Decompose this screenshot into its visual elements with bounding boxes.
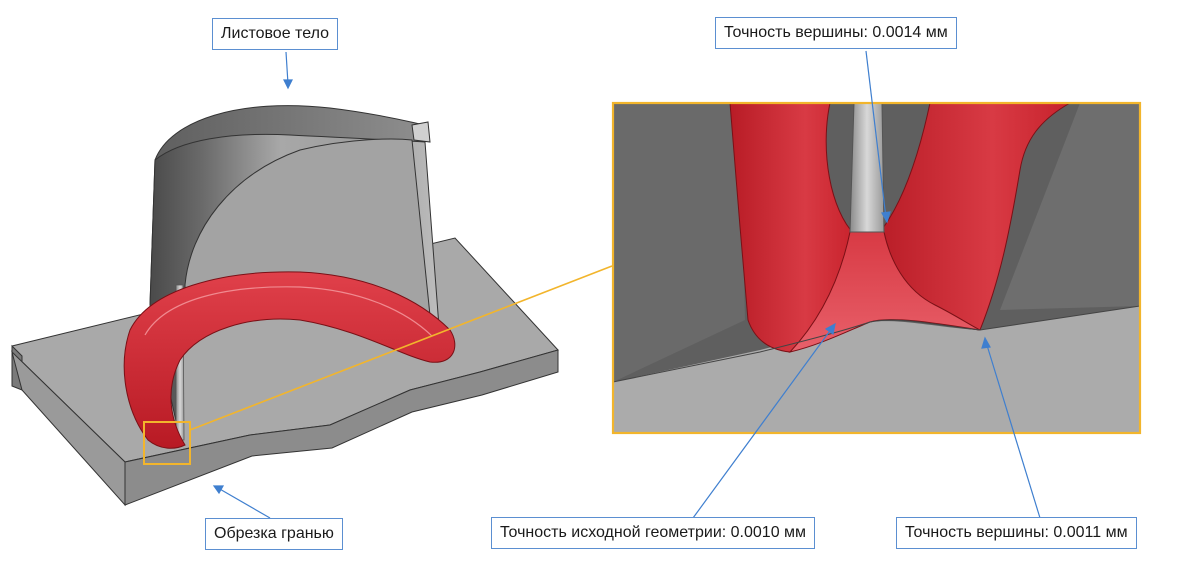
leader-vertex-top <box>865 50 887 219</box>
arrowhead-face-trim <box>212 485 225 495</box>
callout-sheet-body: Листовое тело <box>212 18 338 50</box>
leader-source-geometry <box>692 327 833 519</box>
zoom-frame <box>611 101 1142 435</box>
arrowhead-vertex-top <box>881 211 891 224</box>
model-3d <box>11 105 559 507</box>
base-plate-front-edge <box>124 349 559 506</box>
callout-source-geometry-tolerance: Точность исходной геометрии: 0.0010 мм <box>491 517 816 549</box>
zoom-locator-box <box>143 421 191 465</box>
fillet-loop <box>123 271 456 449</box>
zoom-floor-edge <box>612 305 1141 383</box>
zoom-rod <box>849 102 885 233</box>
arrowhead-vertex-bottom <box>981 336 991 349</box>
zoom-back-wall <box>613 103 745 382</box>
arrowhead-source-geometry <box>824 322 836 336</box>
leader-face-trim <box>217 487 271 519</box>
sheet-top-lip <box>411 121 431 143</box>
base-plate-left-edge <box>11 350 126 507</box>
callout-vertex-tolerance-bottom: Точность вершины: 0.0011 мм <box>896 517 1137 549</box>
callout-vertex-tolerance-top: Точность вершины: 0.0014 мм <box>715 17 957 49</box>
zoom-connector-top <box>189 265 613 431</box>
zoom-floor <box>613 306 1140 433</box>
zoom-right-wall <box>1000 103 1140 310</box>
leader-lines <box>212 50 1041 519</box>
zoom-view <box>611 101 1142 435</box>
callout-face-trim: Обрезка гранью <box>205 518 343 550</box>
leader-vertex-bottom <box>985 341 1041 519</box>
zoom-fillet-neck <box>788 231 981 353</box>
leader-sheet-body <box>285 51 289 85</box>
arrowhead-sheet-body <box>283 79 293 90</box>
fillet-inner-edge <box>144 286 433 337</box>
